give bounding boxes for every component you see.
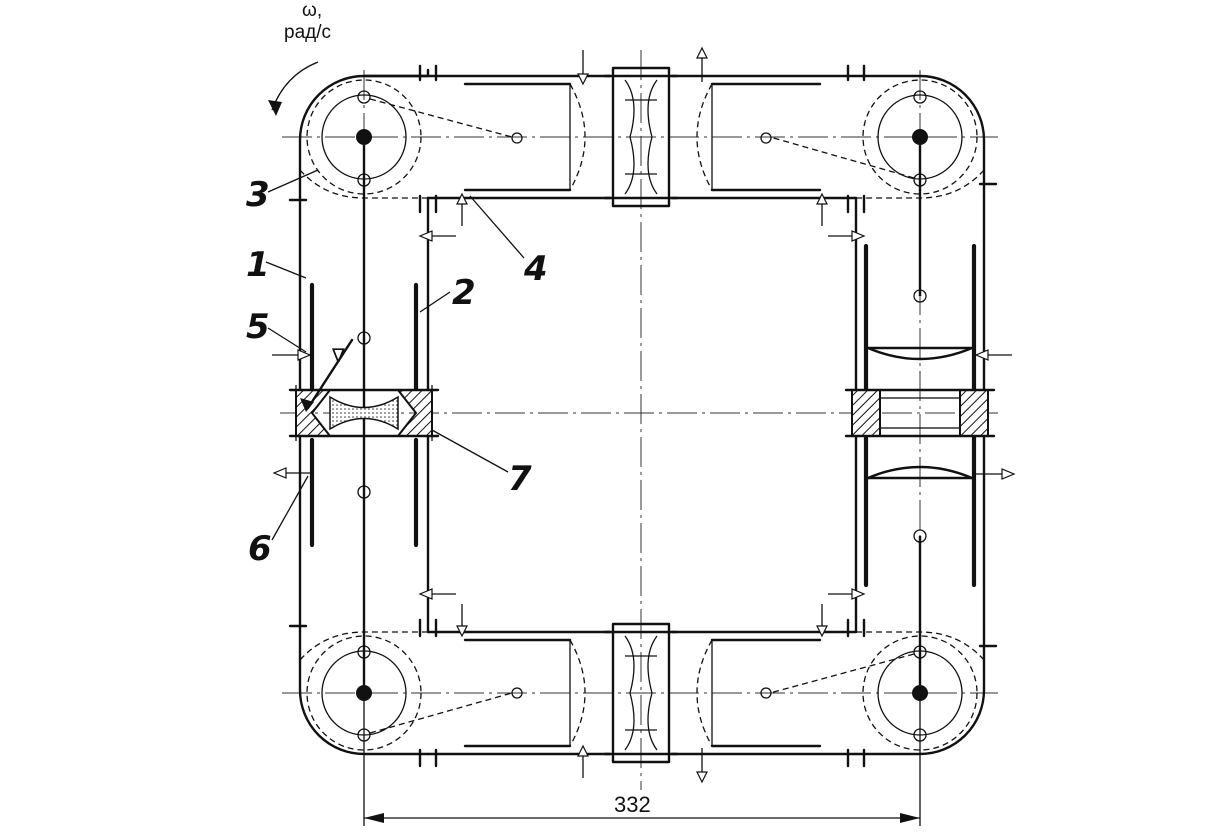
corner-top-left [298,68,523,199]
duct-top-left [418,64,612,214]
corner-top-right [760,74,998,199]
duct-bottom-right [670,618,866,768]
duct-top-right [670,64,866,214]
callout-1: 1 [246,245,270,285]
callout-7: 7 [508,459,532,499]
callout-5: 5 [246,307,270,347]
callout-4: 4 [523,249,548,289]
rotation-unit: рад/с [284,22,331,43]
callouts: 3 1 2 4 5 7 6 ∇ [246,169,548,569]
dimension-line: 332 [363,700,921,826]
dimension-value: 332 [614,792,651,817]
valve-bottom [603,622,679,764]
valve-top [603,66,679,208]
callout-6: 6 [248,529,272,569]
corner-bottom-right [760,630,998,756]
left-column [288,145,440,685]
right-column [844,145,996,685]
rotation-indicator: ω, рад/с [268,0,331,116]
rotation-symbol: ω, [302,0,322,21]
callout-2: 2 [452,273,476,313]
center-lines [280,50,1000,800]
level-marker-icon: ∇ [331,346,345,367]
callout-3: 3 [246,175,270,215]
flow-arrows [272,46,1016,784]
